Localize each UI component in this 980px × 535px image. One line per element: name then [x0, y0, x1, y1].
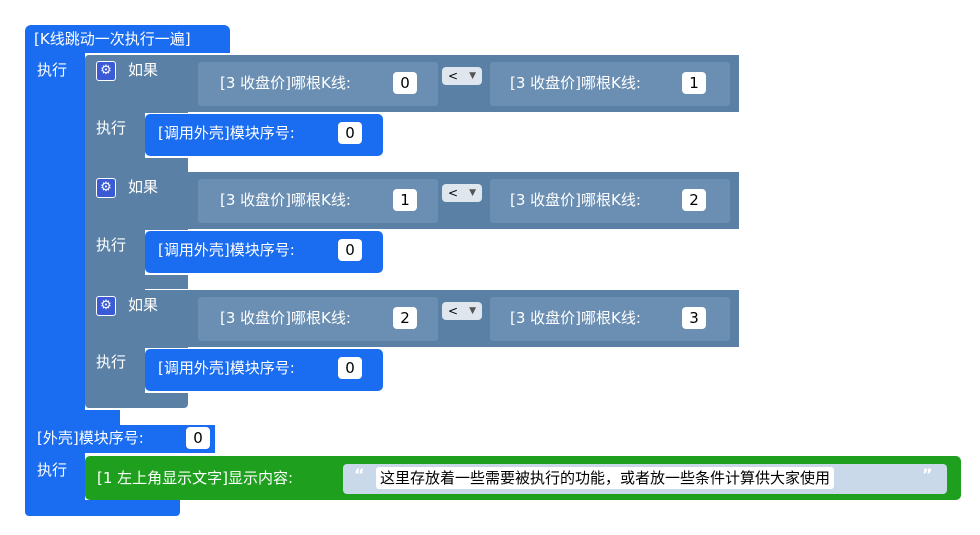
gear-icon[interactable]: ⚙: [96, 178, 116, 198]
if-block-1-foot: [85, 158, 188, 172]
event-block-foot: [25, 410, 120, 426]
call-shell-label: [调用外壳]模块序号:: [158, 359, 295, 377]
right-operand-value[interactable]: 3: [682, 307, 706, 329]
left-operand-value[interactable]: 1: [393, 189, 417, 211]
left-operand-value[interactable]: 2: [393, 307, 417, 329]
shell-block-value[interactable]: 0: [186, 427, 210, 449]
shell-block[interactable]: [25, 425, 215, 453]
if-label: 如果: [128, 61, 159, 79]
right-operand-label: [3 收盘价]哪根K线:: [510, 74, 641, 92]
display-text-label: [1 左上角显示文字]显示内容:: [97, 469, 294, 487]
chevron-down-icon: ▼: [469, 188, 476, 198]
chevron-down-icon: ▼: [469, 306, 476, 316]
shell-exec-label: 执行: [37, 461, 68, 479]
shell-block-title: [外壳]模块序号:: [37, 429, 144, 447]
call-shell-value[interactable]: 0: [338, 122, 362, 144]
left-operand-label: [3 收盘价]哪根K线:: [220, 74, 351, 92]
call-shell-label: [调用外壳]模块序号:: [158, 124, 295, 142]
if-block-3-foot: [85, 393, 188, 408]
operator-symbol: <: [448, 186, 459, 200]
operator-symbol: <: [448, 69, 459, 83]
if-exec-label: 执行: [96, 119, 127, 137]
call-shell-label: [调用外壳]模块序号:: [158, 241, 295, 259]
if-label: 如果: [128, 178, 159, 196]
event-block-kline[interactable]: [25, 25, 230, 53]
compare-operator-dropdown[interactable]: <▼: [442, 302, 482, 320]
gear-icon[interactable]: ⚙: [96, 61, 116, 81]
chevron-down-icon: ▼: [469, 71, 476, 81]
shell-block-foot: [25, 500, 180, 516]
event-block-spine: [25, 53, 85, 425]
open-quote-icon: “: [354, 465, 365, 484]
right-operand-label: [3 收盘价]哪根K线:: [510, 309, 641, 327]
compare-operator-dropdown[interactable]: <▼: [442, 67, 482, 85]
if-block-3-spine: [85, 348, 145, 398]
event-exec-label: 执行: [37, 61, 68, 79]
event-block-title: [K线跳动一次执行一遍]: [34, 30, 191, 48]
call-shell-value[interactable]: 0: [338, 357, 362, 379]
operator-symbol: <: [448, 304, 459, 318]
left-operand-value[interactable]: 0: [393, 72, 417, 94]
compare-operator-dropdown[interactable]: <▼: [442, 184, 482, 202]
close-quote-icon: ”: [922, 465, 933, 484]
if-exec-label: 执行: [96, 236, 127, 254]
left-operand-label: [3 收盘价]哪根K线:: [220, 309, 351, 327]
shell-block-spine: [25, 453, 85, 503]
right-operand-label: [3 收盘价]哪根K线:: [510, 191, 641, 209]
right-operand-value[interactable]: 2: [682, 189, 706, 211]
if-block-2-foot: [85, 275, 188, 289]
call-shell-value[interactable]: 0: [338, 239, 362, 261]
gear-icon[interactable]: ⚙: [96, 296, 116, 316]
left-operand-label: [3 收盘价]哪根K线:: [220, 191, 351, 209]
if-label: 如果: [128, 296, 159, 314]
display-text-value[interactable]: 这里存放着一些需要被执行的功能，或者放一些条件计算供大家使用: [376, 467, 835, 489]
right-operand-value[interactable]: 1: [682, 72, 706, 94]
if-exec-label: 执行: [96, 353, 127, 371]
